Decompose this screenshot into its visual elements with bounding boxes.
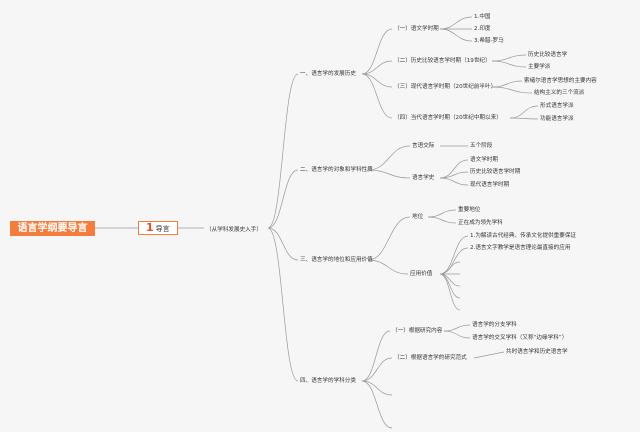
connector-line bbox=[361, 28, 393, 75]
connector-line bbox=[361, 380, 393, 429]
branch-node[interactable]: 三、语言学的地位和应用价值 bbox=[300, 257, 373, 263]
connector-line bbox=[267, 73, 299, 229]
leaf-node[interactable]: 重要地位 bbox=[458, 207, 481, 213]
leaf-node[interactable]: 2.印度 bbox=[474, 26, 491, 32]
connector-line bbox=[439, 28, 473, 42]
connector-line bbox=[439, 261, 461, 275]
connector-line bbox=[439, 16, 473, 30]
connector-line bbox=[491, 60, 527, 68]
connector-line bbox=[427, 209, 457, 218]
leaf-node[interactable]: 历史比较语言学 bbox=[528, 52, 568, 58]
topic-note: （从学科发展史入手） bbox=[206, 227, 262, 233]
leaf-node[interactable]: 历史比较语言学时期 bbox=[470, 169, 521, 175]
sub-node[interactable]: 言语交际 bbox=[412, 143, 435, 149]
leaf-node[interactable]: 结构主义的三个流派 bbox=[534, 90, 585, 96]
leaf-node[interactable]: 语文学时期 bbox=[470, 157, 498, 163]
branch-node[interactable]: 二、语言学的对象和学科性质 bbox=[300, 167, 373, 173]
topic-label: 导言 bbox=[155, 225, 170, 233]
leaf-node[interactable]: 2.语言文字教学是语言理论最直接的应用 bbox=[470, 245, 571, 251]
sub-node[interactable]: 地位 bbox=[412, 214, 424, 220]
sub-node[interactable]: （一）根据研究内容 bbox=[392, 328, 443, 334]
sub-node[interactable]: （四）当代语言学时期（20世纪中期以来） bbox=[394, 115, 502, 121]
sub-node[interactable]: （一）语文学时期 bbox=[394, 26, 439, 32]
leaf-node[interactable]: 正在成为领先学科 bbox=[458, 220, 503, 226]
connector-line bbox=[439, 235, 469, 275]
connector-line bbox=[367, 145, 411, 171]
leaf-node[interactable]: 主要学派 bbox=[528, 64, 551, 70]
leaf-node[interactable]: 功能语言学派 bbox=[540, 116, 574, 122]
leaf-node[interactable]: 1.中国 bbox=[474, 14, 491, 20]
sub-node[interactable]: 应用价值 bbox=[410, 271, 433, 277]
leaf-node[interactable]: 1.为解读古代经典、传承文化提供重要保证 bbox=[470, 233, 577, 239]
leaf-node[interactable]: 形式语言学派 bbox=[540, 103, 574, 109]
sub-node[interactable]: 语言学史 bbox=[412, 175, 435, 181]
leaf-node[interactable]: 索绪尔语言学思想的主要内容 bbox=[524, 78, 597, 84]
connector-line bbox=[443, 330, 471, 339]
connector-line bbox=[267, 227, 299, 261]
connector-line bbox=[367, 216, 411, 261]
connector-line bbox=[439, 273, 461, 287]
connector-line bbox=[367, 259, 409, 275]
connector-line bbox=[361, 357, 393, 382]
leaf-node[interactable]: 3.希腊-罗马 bbox=[474, 38, 504, 44]
connector-line bbox=[439, 273, 461, 311]
connector-line bbox=[491, 54, 527, 62]
leaf-node[interactable]: 语言学的交叉学科（又称“边缘学科”） bbox=[472, 335, 568, 341]
connector-line bbox=[361, 380, 393, 396]
leaf-node[interactable]: 五个阶段 bbox=[470, 143, 493, 149]
connector-line bbox=[439, 159, 469, 179]
branch-node[interactable]: 四、语言学的学科分类 bbox=[300, 378, 356, 384]
connector-line bbox=[439, 247, 469, 275]
connector-line bbox=[361, 60, 393, 75]
root-node[interactable]: 语言学纲要导言 bbox=[10, 221, 95, 236]
connector-line bbox=[361, 73, 393, 88]
connector-line bbox=[361, 330, 391, 382]
sub-node[interactable]: （二）历史比较语言学时期（19世纪） bbox=[394, 58, 491, 64]
branch-node[interactable]: 一、语言学的发展历史 bbox=[300, 71, 356, 77]
connector-line bbox=[439, 177, 469, 186]
connector-line bbox=[367, 169, 411, 179]
connector-line bbox=[509, 105, 539, 119]
connector-line bbox=[439, 273, 461, 299]
connector-line bbox=[361, 73, 393, 119]
sub-node[interactable]: （三）现代语言学时期（20世纪前半叶） bbox=[394, 84, 497, 90]
topic-number: 1 bbox=[146, 221, 154, 234]
connector-line bbox=[491, 80, 523, 88]
sub-node[interactable]: （二）根据语言学的研究范式 bbox=[394, 355, 467, 361]
leaf-node[interactable]: 现代语言学时期 bbox=[470, 182, 510, 188]
leaf-node[interactable]: 共时语言学和历史语言学 bbox=[506, 349, 568, 355]
connector-line bbox=[267, 169, 299, 229]
connector-line bbox=[491, 86, 533, 94]
connector-line bbox=[509, 117, 539, 120]
connector-line bbox=[267, 227, 299, 382]
connector-line bbox=[427, 216, 457, 224]
leaf-node[interactable]: 语言学的分支学科 bbox=[472, 322, 517, 328]
connector-line bbox=[443, 324, 471, 332]
connector-line bbox=[473, 351, 505, 359]
